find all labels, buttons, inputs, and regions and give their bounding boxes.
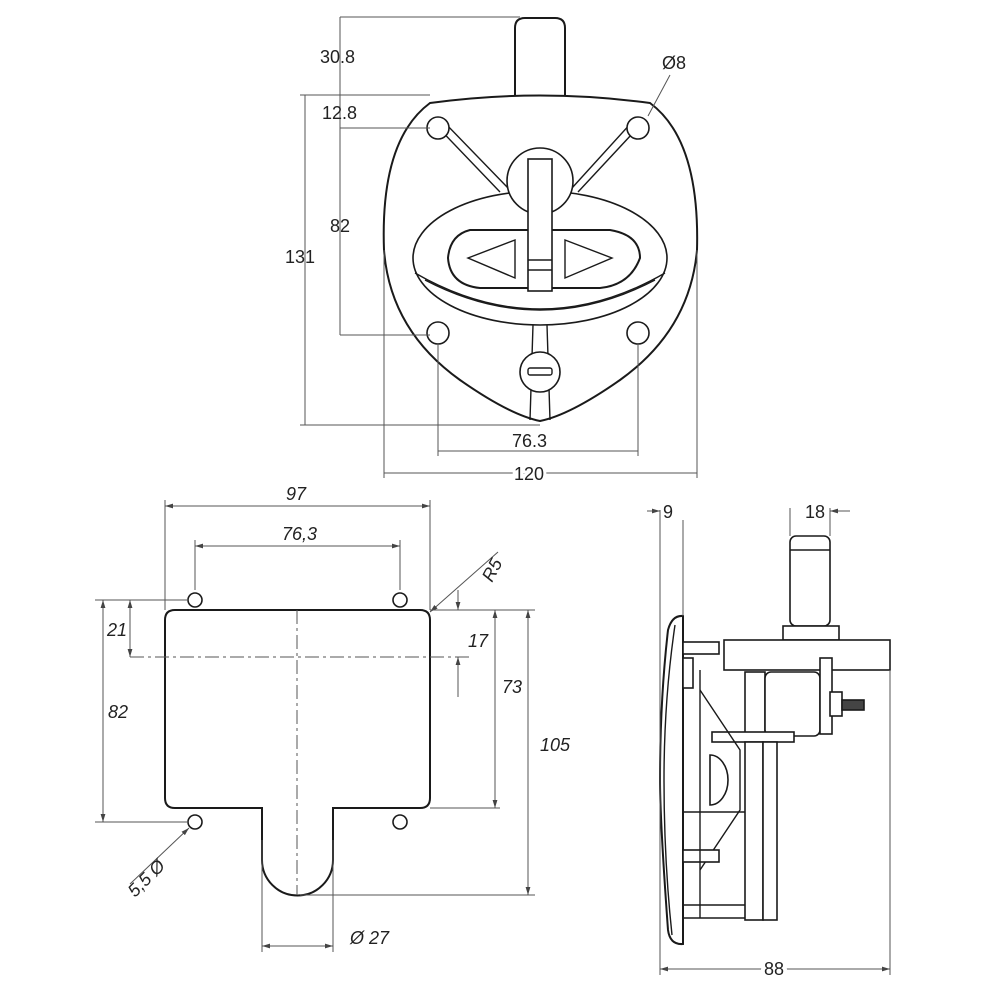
dim-hole-spacing-vertical: 82 bbox=[330, 216, 350, 236]
cutout-holes bbox=[187, 592, 408, 830]
side-roller bbox=[709, 754, 729, 806]
leader-line bbox=[647, 74, 671, 117]
dim-overall-depth: 88 bbox=[764, 959, 784, 979]
front-view bbox=[382, 17, 699, 423]
t-handle bbox=[527, 158, 553, 292]
dim-hole-spacing-horizontal: 76.3 bbox=[512, 431, 547, 451]
side-tab bbox=[682, 657, 694, 689]
side-tab bbox=[682, 641, 720, 655]
mounting-hole bbox=[392, 814, 408, 830]
dim-hole-to-centerline: 21 bbox=[106, 620, 127, 640]
leader-line bbox=[129, 827, 190, 885]
dim-corner-radius: R5 bbox=[478, 554, 507, 585]
dim-plate-thickness: 9 bbox=[663, 502, 673, 522]
gear bbox=[744, 671, 766, 735]
dim-rect-height: 73 bbox=[502, 677, 522, 697]
bolt bbox=[841, 699, 865, 711]
rib-left bbox=[443, 121, 509, 189]
dim-total-height: 105 bbox=[540, 735, 571, 755]
side-housing bbox=[764, 671, 821, 737]
dim-top-to-centerline: 17 bbox=[468, 631, 489, 651]
mounting-hole bbox=[426, 116, 450, 140]
plate-curve bbox=[663, 624, 676, 936]
mounting-hole bbox=[626, 321, 650, 345]
cutout-view: 97 76,3 R5 21 82 17 73 105 Ø 27 5,5 Ø bbox=[95, 484, 571, 952]
key-slot bbox=[527, 367, 553, 376]
mounting-hole bbox=[187, 814, 203, 830]
side-bar bbox=[723, 639, 891, 671]
side-bracket bbox=[711, 731, 795, 743]
latch-plate-outline bbox=[382, 94, 699, 423]
dim-hole-diameter: 5,5 Ø bbox=[124, 855, 170, 901]
mounting-hole bbox=[187, 592, 203, 608]
stem-base bbox=[782, 625, 840, 641]
recess-lip bbox=[424, 279, 656, 311]
dim-tab-diameter: Ø 27 bbox=[349, 928, 390, 948]
side-frame bbox=[762, 741, 778, 921]
side-frame bbox=[744, 741, 764, 921]
dim-hole-spacing-horizontal: 76,3 bbox=[282, 524, 317, 544]
dim-overall-height: 131 bbox=[285, 247, 315, 267]
handle-grip bbox=[446, 229, 642, 289]
dim-hole-spacing-vertical: 82 bbox=[108, 702, 128, 722]
dim-hole-offset-top: 12.8 bbox=[322, 103, 357, 123]
side-view bbox=[658, 535, 891, 946]
mounting-hole bbox=[626, 116, 650, 140]
front-view-dimensions: 30.8 12.8 82 131 Ø8 76.3 120 bbox=[285, 16, 698, 487]
mounting-hole bbox=[426, 321, 450, 345]
dim-stem-width: 18 bbox=[805, 502, 825, 522]
leader-line bbox=[429, 551, 499, 613]
recess-lip bbox=[414, 272, 666, 310]
rib-right bbox=[571, 121, 633, 189]
side-view-dimensions: 9 18 88 bbox=[647, 502, 891, 983]
dim-width: 97 bbox=[286, 484, 307, 504]
mounting-hole bbox=[392, 592, 408, 608]
dim-overall-width: 120 bbox=[514, 464, 544, 484]
cutout-outline bbox=[164, 609, 431, 897]
side-cam bbox=[699, 689, 741, 871]
key-cylinder bbox=[519, 351, 561, 393]
nut bbox=[829, 691, 843, 717]
arrow-left bbox=[466, 238, 516, 280]
dim-stem-height: 30.8 bbox=[320, 47, 355, 67]
arrow-right bbox=[564, 238, 614, 280]
side-tab bbox=[682, 849, 720, 863]
dim-hole-diameter: Ø8 bbox=[662, 53, 686, 73]
latch-stem bbox=[514, 17, 566, 95]
